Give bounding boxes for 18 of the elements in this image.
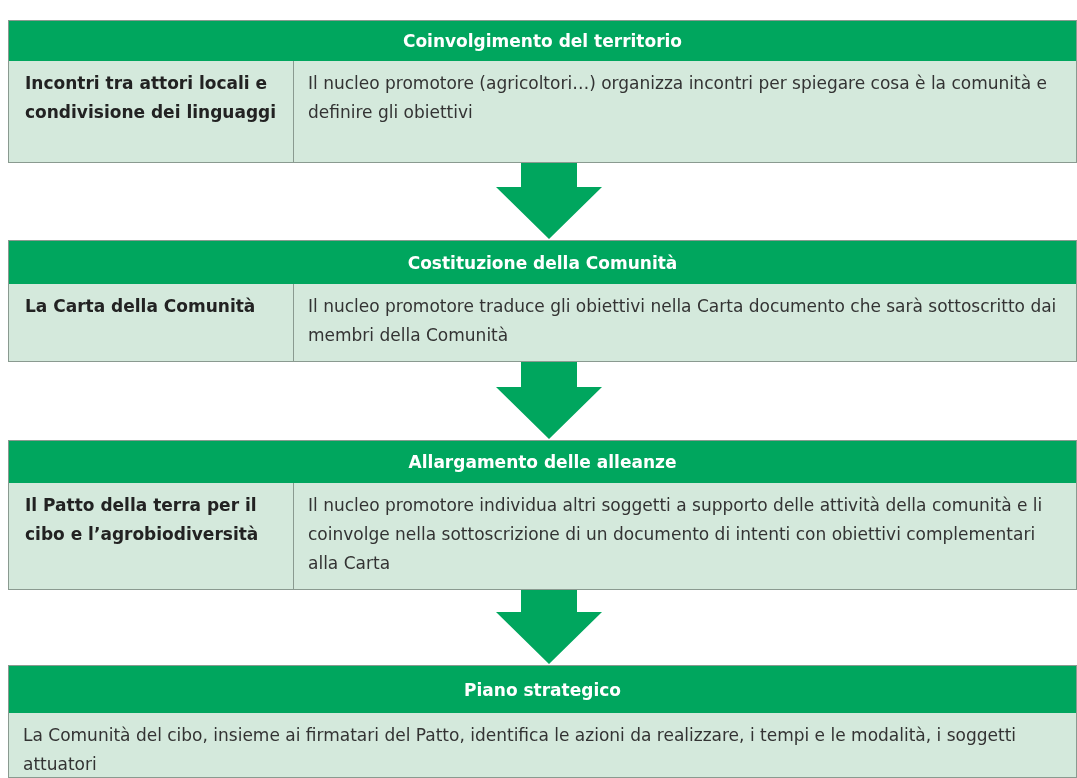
step-header-band: Piano strategico bbox=[9, 666, 1076, 713]
step-panel bbox=[8, 665, 1077, 778]
step-description: Il nucleo promotore traduce gli obiettivi nella Carta documento che sarà sottoscritto dai membri della Comunità bbox=[293, 284, 1077, 362]
step-description: Il nucleo promotore individua altri soggetti a supporto delle attività della comunità e li coinvolge nella sottoscrizione di un documento di intenti con obiettivi complementari alla Carta bbox=[293, 483, 1077, 590]
step-panel bbox=[8, 440, 1077, 590]
step-label: Incontri tra attori locali e condivisione dei linguaggi bbox=[9, 61, 293, 163]
step-panel bbox=[8, 20, 1077, 163]
step-description: Il nucleo promotore (agricoltori…) organizza incontri per spiegare cosa è la comunità e definire gli obiettivi bbox=[293, 61, 1077, 163]
block-arrow bbox=[496, 362, 602, 439]
step-header-band: Coinvolgimento del territorio bbox=[9, 21, 1076, 61]
step-description: La Comunità del cibo, insieme ai firmatari del Patto, identifica le azioni da realizzare, i tempi e le modalità, i soggetti attuatori bbox=[9, 713, 1077, 778]
block-arrow bbox=[496, 163, 602, 239]
step-label: Il Patto della terra per il cibo e l’agrobiodiversità bbox=[9, 483, 293, 590]
block-arrow bbox=[496, 590, 602, 664]
step-label: La Carta della Comunità bbox=[9, 284, 293, 362]
step-header-band: Allargamento delle alleanze bbox=[9, 441, 1076, 483]
step-panel bbox=[8, 240, 1077, 362]
step-header-band: Costituzione della Comunità bbox=[9, 241, 1076, 284]
